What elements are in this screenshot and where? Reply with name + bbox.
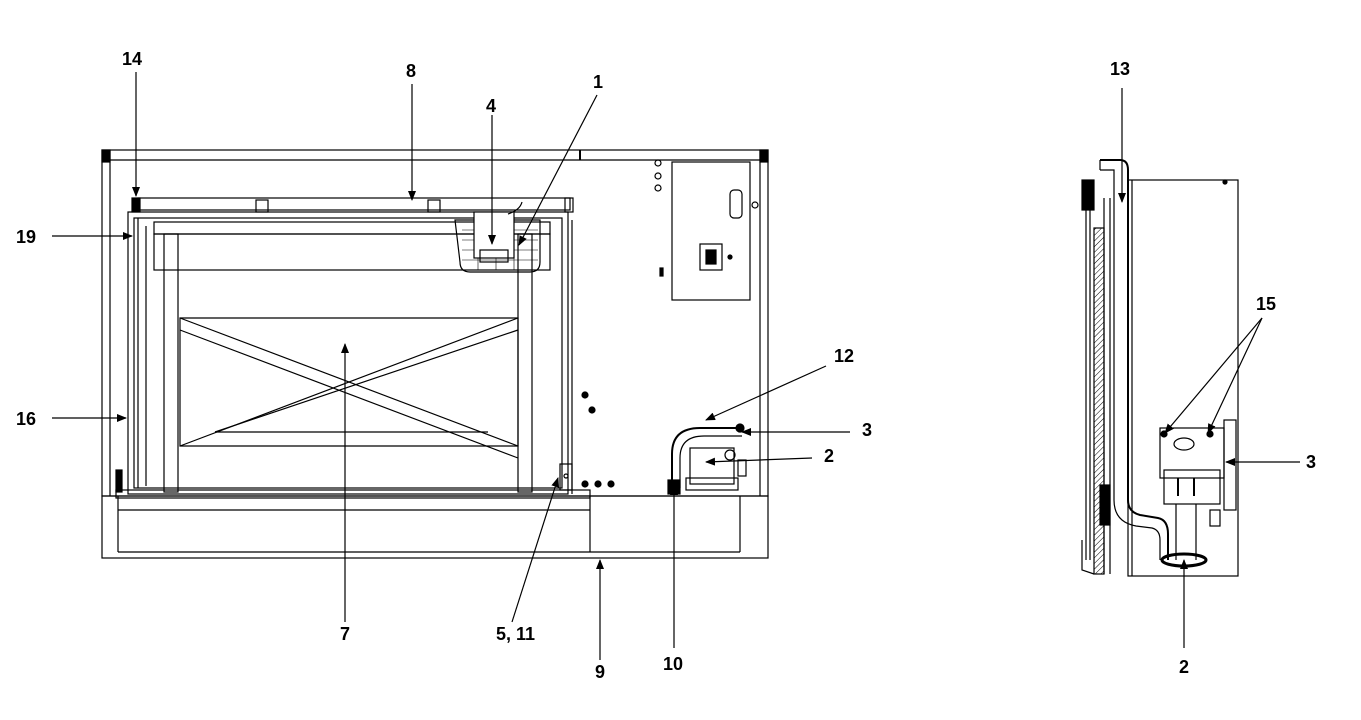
callout-19: 19 [16,227,36,247]
callout-5-11: 5, 11 [496,624,535,644]
callout-15: 15 [1256,294,1276,314]
leader-5-11 [511,477,560,623]
callout-1: 1 [593,72,603,92]
leader-15a [1164,317,1263,434]
side-view [1081,159,1239,577]
leader-1 [518,94,598,246]
cabinet-frame [101,149,769,497]
pump-hose [671,427,742,488]
heater-enclosure [127,211,569,495]
callout-10: 10 [663,654,683,674]
front-view [101,149,769,559]
vent-tube [1100,159,1169,560]
callout-14: 14 [122,49,142,69]
callout-12: 12 [834,346,854,366]
base-pan [101,495,769,559]
callouts: 14 8 4 1 19 16 7 5, 11 9 10 12 3 2 13 15… [16,49,1316,682]
callout-3-side: 3 [1306,452,1316,472]
callout-9: 9 [595,662,605,682]
left-post [163,233,179,493]
leaders [52,72,1300,660]
leader-15b [1207,317,1263,434]
thermostat-housing [454,219,541,273]
top-rail [137,197,571,211]
leader-12 [705,365,827,421]
callout-13: 13 [1110,59,1130,79]
pump [689,447,735,485]
control-box [671,161,751,301]
leader-2-front [705,457,813,466]
callout-4: 4 [486,96,496,116]
callout-16: 16 [16,409,36,429]
right-post [517,233,533,493]
callout-2-side: 2 [1179,657,1189,677]
callout-2-front: 2 [824,446,834,466]
callout-3-front: 3 [862,420,872,440]
callout-8: 8 [406,61,416,81]
callout-7: 7 [340,624,350,644]
